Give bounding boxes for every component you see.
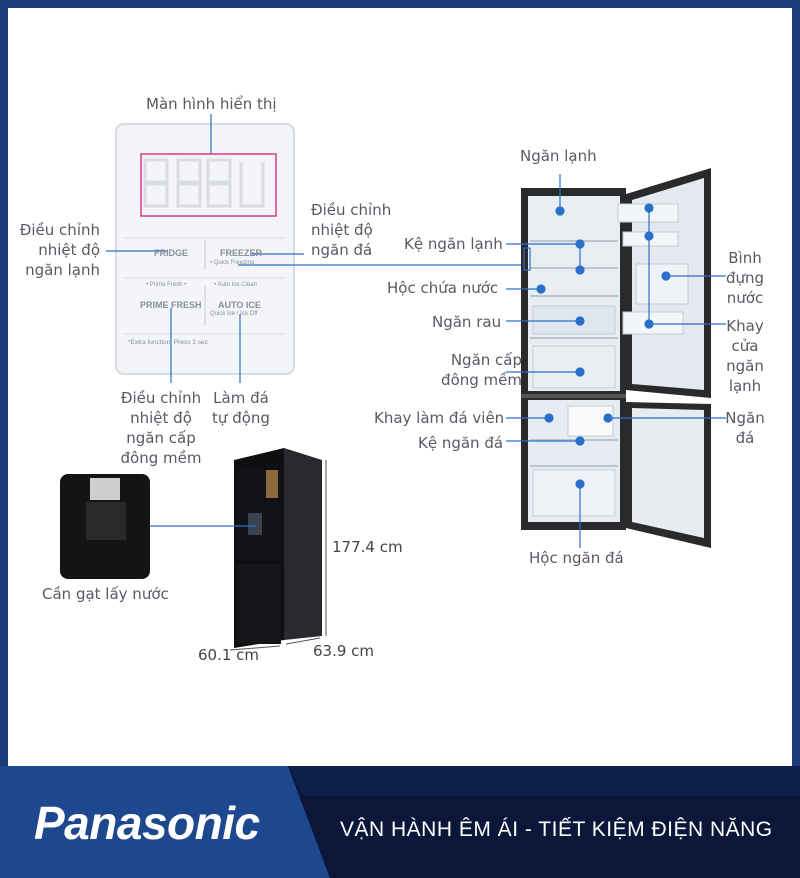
label-freezer-adjust: Điều chỉnh nhiệt độ ngăn đá [311,201,392,259]
label-water-box: Hộc chứa nước [387,279,499,297]
label-water-tank: Bình đựng nước [725,249,765,307]
label-freezer: Ngăn đá [725,409,765,447]
label-ice-tray: Khay làm đá viên [374,409,505,427]
control-panel [115,123,295,375]
label-fridge-compartment: Ngăn lạnh [520,147,597,165]
label-freezer-shelf: Kệ ngăn đá [418,434,504,452]
fridge-open-illustration [521,168,711,548]
panel-auto-ice-clean: • Auto Ice Clean [214,282,257,288]
label-auto-ice: Làm đá tự động [212,389,270,427]
panel-auto-ice: AUTO ICE [218,300,261,310]
fridge-closed-illustration [234,448,322,648]
panasonic-logo: Panasonic [34,797,260,849]
dimension-height: 177.4 cm [332,538,403,556]
panel-prime-fresh: PRIME FRESH [140,300,202,310]
dimension-depth: 63.9 cm [313,642,375,660]
footer-slogan: VẬN HÀNH ÊM ÁI - TIẾT KIỆM ĐIỆN NĂNG [340,818,773,841]
label-display: Màn hình hiển thị [146,95,277,113]
label-water-lever: Cần gạt lấy nước [42,585,169,603]
illustrations [60,114,726,651]
label-freezer-drawer: Hộc ngăn đá [529,549,624,567]
label-fridge-shelf: Kệ ngăn lạnh [404,235,503,253]
label-soft-freeze: Ngăn cấp đông mềm [441,351,522,389]
label-soft-freeze-adjust: Điều chỉnh nhiệt độ ngăn cấp đông mềm [120,389,202,467]
label-veg-drawer: Ngăn rau [432,313,502,331]
label-door-tray: Khay cửa ngăn lạnh [726,317,764,395]
water-lever-illustration [60,474,150,579]
panel-quick-freezing: • Quick Freezing [210,260,255,266]
infographic-canvas: FRIDGE FREEZER • Quick Freezing • Prime … [8,8,792,766]
footer-banner [0,766,800,878]
panel-quick-ice: Quick Ice / Ice Off [210,311,258,317]
label-fridge-adjust: Điều chỉnh nhiệt độ ngăn lạnh [19,221,100,279]
panel-fridge: FRIDGE [154,248,189,258]
panel-prime-fresh-small: • Prime Fresh • [146,282,187,288]
panel-extra-function: *Extra function: Press 3 sec [128,339,208,346]
dimension-width: 60.1 cm [198,646,260,664]
panel-freezer: FREEZER [220,248,263,258]
